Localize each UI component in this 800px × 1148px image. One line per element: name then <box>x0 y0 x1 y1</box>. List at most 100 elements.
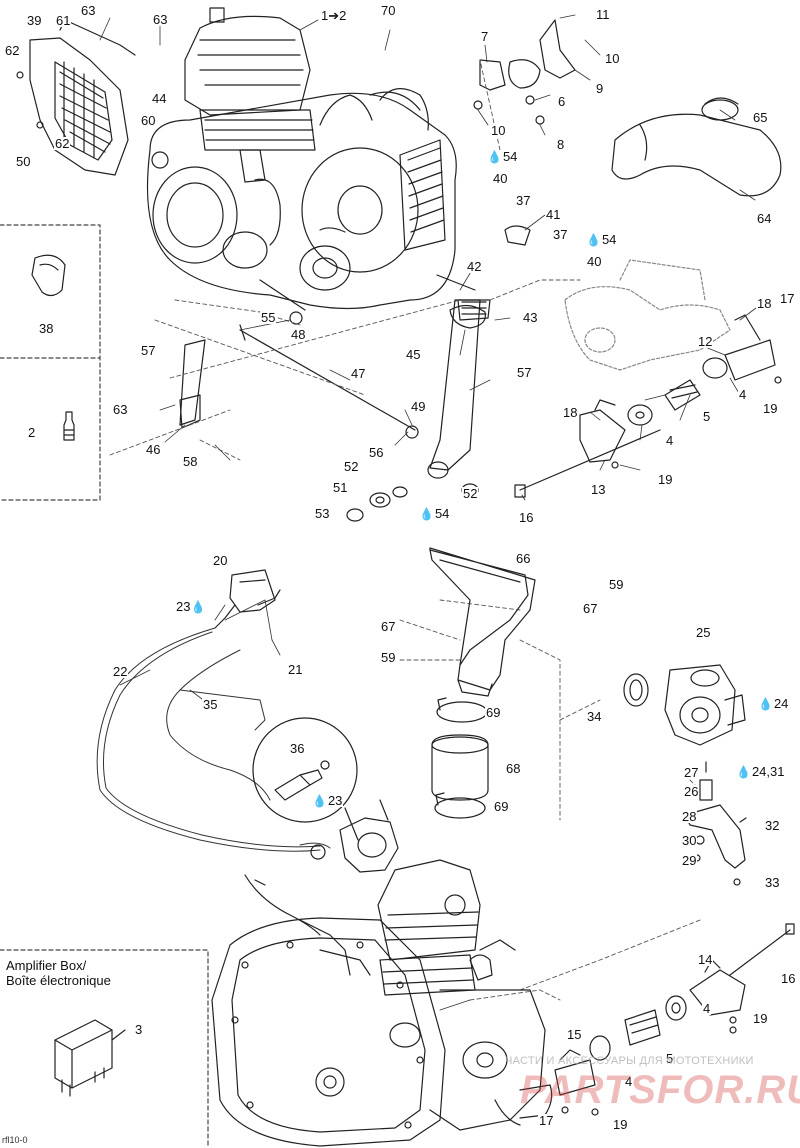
part-label: 68 <box>505 761 522 776</box>
part-label: 💧24 <box>757 696 790 711</box>
part-label: 7 <box>480 29 490 44</box>
part-label: 69 <box>493 799 510 814</box>
part-label: 💧54 <box>585 232 618 247</box>
part-label: 55 <box>260 310 277 325</box>
part-label: 60 <box>140 113 157 128</box>
part-label: 3 <box>134 1022 144 1037</box>
part-label: 63 <box>80 3 97 18</box>
part-label: 16 <box>518 510 535 525</box>
part-label: 32 <box>764 818 781 833</box>
part-label: 37 <box>552 227 569 242</box>
part-label: 48 <box>290 327 307 342</box>
solid-leaders <box>99 14 761 1011</box>
part-label: 34 <box>586 709 603 724</box>
center-brackets <box>179 225 531 522</box>
diagram-code: rfl10-0 <box>2 1135 28 1145</box>
small-carburetor <box>310 799 399 873</box>
part-label: 16 <box>780 971 797 986</box>
part-label: 46 <box>145 442 162 457</box>
watermark-tagline: ЧАСТИ И АКСЕССУАРЫ ДЛЯ МОТОТЕХНИКИ <box>505 1055 754 1067</box>
part-label: 8 <box>556 137 566 152</box>
right-carburetor <box>623 664 747 886</box>
cables <box>96 627 331 852</box>
part-label: 5 <box>665 1051 675 1066</box>
part-label: 14 <box>697 952 714 967</box>
part-label: 5 <box>702 409 712 424</box>
part-label: 4 <box>738 387 748 402</box>
part-label: 4 <box>702 1001 712 1016</box>
part-label: 19 <box>762 401 779 416</box>
top-engine <box>146 7 457 325</box>
part-label: 62 <box>4 43 21 58</box>
part-label: 51 <box>332 480 349 495</box>
part-label: 59 <box>608 577 625 592</box>
part-label: 67 <box>380 619 397 634</box>
part-label: 58 <box>182 454 199 469</box>
leader-lines <box>109 59 701 1001</box>
part-label: 💧54 <box>486 149 519 164</box>
watermark-logo: PARTSFOR.RU <box>520 1068 800 1112</box>
part-label: 57 <box>140 343 157 358</box>
part-label: 39 <box>26 13 43 28</box>
part-label: 43 <box>522 310 539 325</box>
part-label: 11 <box>595 7 611 22</box>
part-label: 62 <box>54 136 71 151</box>
part-label: 59 <box>380 650 397 665</box>
left-detail-box <box>0 224 101 501</box>
part-label: 35 <box>202 697 219 712</box>
part-label: 💧24,31 <box>735 764 786 779</box>
part-label: 64 <box>756 211 773 226</box>
part-label: 10 <box>604 51 621 66</box>
part-label: 23💧 <box>175 599 208 614</box>
air-box <box>429 547 536 819</box>
engine-mount-right <box>514 314 782 498</box>
part-label: 17 <box>779 291 796 306</box>
part-label: 17 <box>538 1113 555 1128</box>
zoom-circle <box>252 717 359 841</box>
amplifier-box-part <box>54 1019 126 1097</box>
part-label: 57 <box>516 365 533 380</box>
part-label: 18 <box>562 405 579 420</box>
part-label: 52 <box>343 459 360 474</box>
part-label: 💧23 <box>311 793 344 808</box>
part-label: 6 <box>557 94 567 109</box>
part-label: 13 <box>590 482 607 497</box>
part-label: 2 <box>27 425 37 440</box>
part-label: 25 <box>695 625 712 640</box>
part-label: 40 <box>586 254 603 269</box>
part-label: 38 <box>38 321 55 336</box>
part-label: 19 <box>612 1117 629 1132</box>
part-label: 4 <box>665 433 675 448</box>
part-label: 30 <box>681 833 698 848</box>
part-label: 41 <box>545 207 562 222</box>
part-label: 67 <box>582 601 599 616</box>
part-label: 20 <box>212 553 229 568</box>
part-label: 29 <box>681 853 698 868</box>
part-label: 63 <box>112 402 129 417</box>
part-label: 45 <box>405 347 422 362</box>
part-label: 19 <box>657 472 674 487</box>
bottom-engine <box>211 859 546 1147</box>
part-label: 10 <box>490 123 507 138</box>
part-label: 56 <box>368 445 385 460</box>
part-label: 4 <box>624 1074 634 1089</box>
intake-hose <box>611 97 782 197</box>
engine-mount-ghost <box>564 259 731 371</box>
part-label: 47 <box>350 366 367 381</box>
part-label: 15 <box>566 1027 583 1042</box>
part-label: 44 <box>151 91 168 106</box>
part-label: 1➔2 <box>320 8 348 23</box>
part-label: 12 <box>697 334 714 349</box>
part-label: 33 <box>764 875 781 890</box>
part-label: 37 <box>515 193 532 208</box>
part-label: 63 <box>152 12 169 27</box>
part-label: 19 <box>752 1011 769 1026</box>
part-label: 27 <box>683 765 700 780</box>
part-label: 50 <box>15 154 32 169</box>
part-label: 💧54 <box>418 506 451 521</box>
part-label: 70 <box>380 3 397 18</box>
part-label: 53 <box>314 506 331 521</box>
part-label: 28 <box>681 809 698 824</box>
amplifier-box-title-en: Amplifier Box/ <box>6 958 87 973</box>
